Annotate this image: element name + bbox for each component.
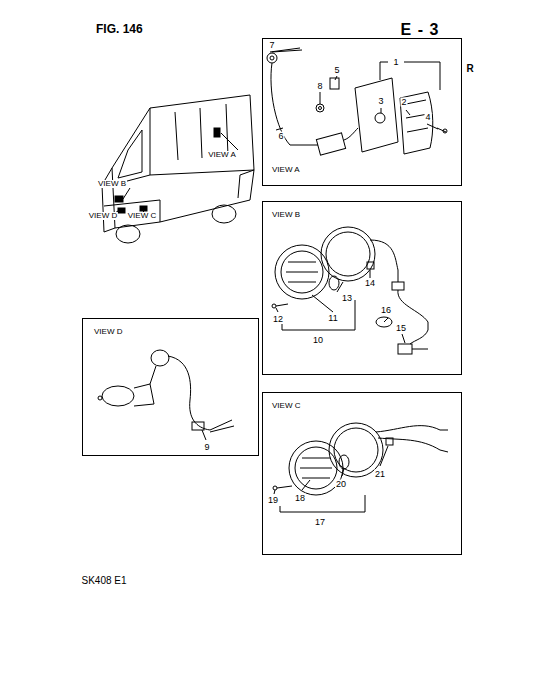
callout-number: 8 bbox=[316, 82, 323, 91]
truck-sketch bbox=[102, 95, 254, 243]
view-panel: VIEW D bbox=[82, 318, 259, 456]
callout-number: 5 bbox=[333, 66, 340, 75]
view-pointer: VIEW A bbox=[207, 151, 237, 159]
callout-number: 15 bbox=[395, 324, 407, 333]
view-c-parts bbox=[273, 423, 448, 512]
callout-number: 14 bbox=[364, 279, 376, 288]
callout-number: 19 bbox=[267, 496, 279, 505]
view-panel: VIEW B bbox=[262, 201, 462, 375]
callout-number: 17 bbox=[314, 518, 326, 527]
callout-number: 10 bbox=[312, 336, 324, 345]
view-b-parts bbox=[272, 227, 428, 354]
callout-number: 2 bbox=[400, 98, 407, 107]
callout-number: 3 bbox=[377, 97, 384, 106]
callout-number: 7 bbox=[268, 41, 275, 50]
callout-number: 18 bbox=[294, 494, 306, 503]
callout-number: 1 bbox=[392, 58, 399, 67]
view-pointer: VIEW D bbox=[88, 212, 118, 220]
figure-title: FIG. 146 bbox=[96, 22, 143, 36]
callout-number: 13 bbox=[341, 294, 353, 303]
view-panel: VIEW C bbox=[262, 392, 462, 555]
view-heading: VIEW A bbox=[271, 165, 301, 174]
callout-number: 9 bbox=[203, 443, 210, 452]
view-a-parts bbox=[267, 48, 447, 155]
callout-number: 16 bbox=[380, 306, 392, 315]
callout-number: 21 bbox=[374, 470, 386, 479]
callout-number: 4 bbox=[424, 113, 431, 122]
callout-number: 20 bbox=[335, 480, 347, 489]
callout-number: 6 bbox=[277, 132, 284, 141]
view-d-parts bbox=[98, 350, 234, 440]
sheet-code: E - 3 bbox=[400, 22, 441, 38]
view-heading: VIEW D bbox=[93, 327, 123, 336]
sheet-code: SK408 E1 bbox=[80, 576, 127, 586]
view-pointer: VIEW C bbox=[127, 212, 157, 220]
view-panel: VIEW A bbox=[262, 38, 462, 186]
view-pointer: VIEW B bbox=[97, 180, 127, 188]
callout-number: 12 bbox=[272, 315, 284, 324]
sheet-code: R bbox=[465, 64, 474, 74]
callout-number: 11 bbox=[327, 314, 338, 323]
view-heading: VIEW B bbox=[271, 210, 301, 219]
view-heading: VIEW C bbox=[271, 401, 301, 410]
